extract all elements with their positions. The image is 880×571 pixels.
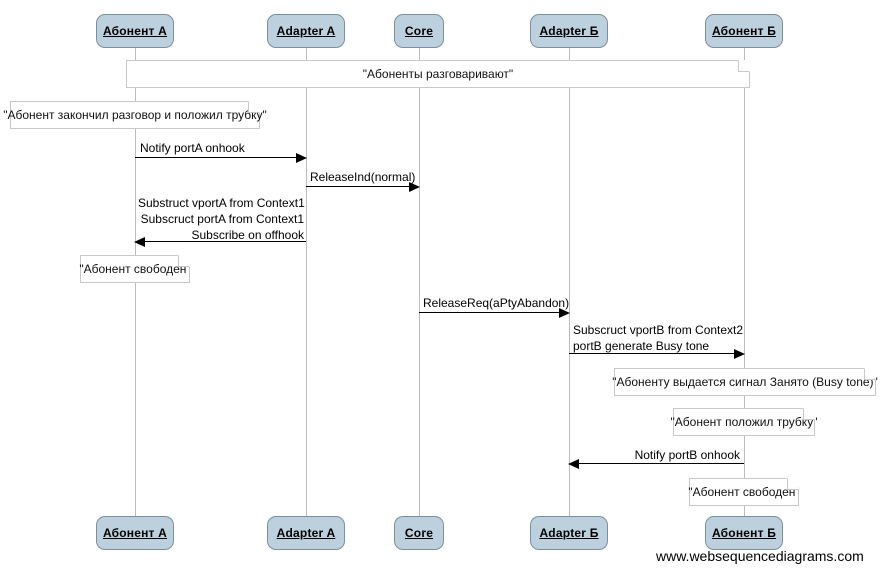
actor-abonent_b-top[interactable]: Абонент Б <box>705 14 783 48</box>
message-label: Substruct vportA from Context1 Subscruct… <box>138 196 305 242</box>
actor-adapter_b-bottom[interactable]: Adapter Б <box>530 516 608 550</box>
actor-abonent_a-top[interactable]: Абонент А <box>96 14 174 48</box>
message-label: ReleaseReq(aPtyAbandon) <box>423 296 570 310</box>
lifeline-abonent_b <box>744 48 745 516</box>
note-abonent-svoboden-a: "Абонент свободен" <box>79 255 191 283</box>
arrowhead-right-icon <box>559 308 570 318</box>
message-line <box>306 186 410 187</box>
arrowhead-left-icon <box>134 237 145 247</box>
arrowhead-right-icon <box>409 182 420 192</box>
actor-adapter_b-top[interactable]: Adapter Б <box>530 14 608 48</box>
note-text: "Абонент положил трубку" <box>670 415 818 429</box>
message-label: Notify portB onhook <box>634 448 740 462</box>
note-text: "Абонент свободен" <box>688 485 800 499</box>
message-label: Notify portA onhook <box>140 141 245 155</box>
note-text: "Абоненты разговаривают" <box>362 67 514 81</box>
note-abonenty-razgovarivayut: "Абоненты разговаривают" <box>126 60 750 88</box>
message-line <box>569 353 735 354</box>
message-line <box>135 157 297 158</box>
lifeline-adapter_a <box>306 48 307 516</box>
arrowhead-right-icon <box>296 153 307 163</box>
actor-adapter_a-bottom[interactable]: Adapter A <box>267 516 345 550</box>
message-line <box>419 312 560 313</box>
note-text: "Абонент свободен" <box>79 262 191 276</box>
actor-adapter_a-top[interactable]: Adapter A <box>267 14 345 48</box>
note-abonent-zakonchil-razgovor: "Абонент закончил разговор и положил тру… <box>3 101 267 129</box>
note-text: "Абоненту выдается сигнал Занято (Busy t… <box>612 375 878 389</box>
note-abonent-polozhil-trubku: "Абонент положил трубку" <box>670 408 818 436</box>
footer-watermark: www.websequencediagrams.com <box>656 548 864 564</box>
note-busy-tone: "Абоненту выдается сигнал Занято (Busy t… <box>612 368 878 396</box>
message-line <box>144 241 306 242</box>
note-text: "Абонент закончил разговор и положил тру… <box>3 108 267 122</box>
message-label: Subscruct vportB from Context2 portB gen… <box>573 323 744 353</box>
arrowhead-right-icon <box>734 349 745 359</box>
message-line <box>578 463 744 464</box>
lifeline-core <box>419 48 420 516</box>
actor-core-top[interactable]: Core <box>394 14 444 48</box>
note-abonent-svoboden-b: "Абонент свободен" <box>688 478 800 506</box>
message-label: ReleaseInd(normal) <box>310 170 416 184</box>
actor-core-bottom[interactable]: Core <box>394 516 444 550</box>
actor-abonent_a-bottom[interactable]: Абонент А <box>96 516 174 550</box>
arrowhead-left-icon <box>568 459 579 469</box>
actor-abonent_b-bottom[interactable]: Абонент Б <box>705 516 783 550</box>
lifeline-adapter_b <box>569 48 570 516</box>
